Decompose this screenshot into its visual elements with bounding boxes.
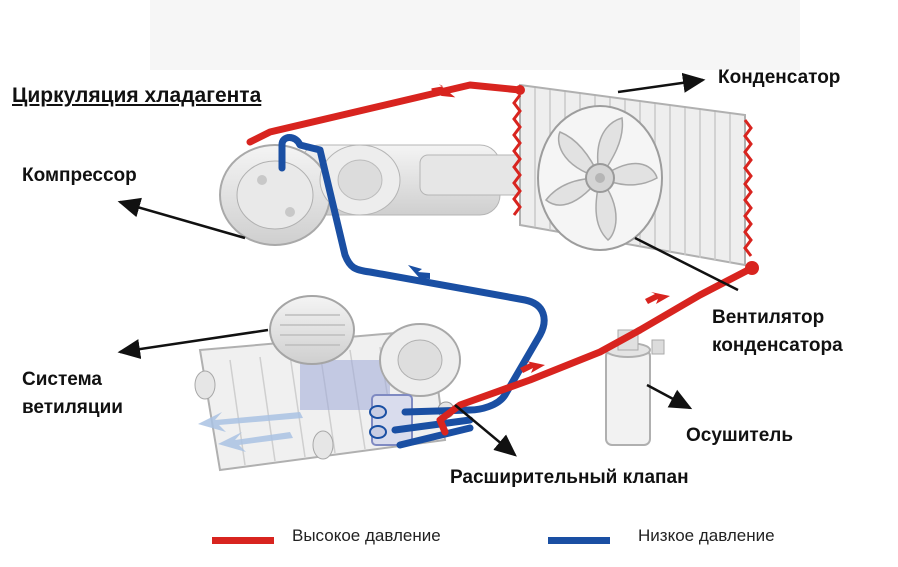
label-pointers: [117, 72, 739, 457]
label-ventilation-line2: ветиляции: [22, 397, 123, 418]
flow-arrow-icon: [520, 361, 545, 373]
high-pressure-line: [246, 81, 524, 146]
expansion-valve: [369, 394, 455, 446]
label-ventilation-line1: Система: [22, 369, 102, 390]
airflow-arrow-icon: [198, 412, 303, 432]
legend-low-pressure-swatch: [548, 537, 610, 544]
diagram-title: Циркуляция хладагента: [12, 84, 262, 107]
compressor-unit: [219, 144, 531, 246]
condenser-fan: [537, 105, 663, 251]
background-haze: [150, 0, 800, 70]
flow-arrow-icon: [431, 84, 456, 98]
dryer-unit: [605, 329, 665, 446]
label-condenser-fan-line2: конденсатора: [712, 335, 843, 356]
airflow-arrow-icon: [218, 432, 293, 452]
label-condenser: Конденсатор: [718, 67, 841, 88]
ventilation-unit: [194, 295, 461, 472]
legend-high-pressure-label: Высокое давление: [292, 526, 441, 545]
legend-low-pressure-label: Низкое давление: [638, 526, 775, 545]
label-condenser-fan-line1: Вентилятор: [712, 307, 825, 328]
legend-high-pressure-swatch: [212, 537, 274, 544]
flow-arrow-icon: [645, 292, 670, 304]
label-expansion-valve: Расширительный клапан: [450, 467, 689, 488]
label-dryer: Осушитель: [686, 425, 794, 446]
low-pressure-line: [278, 134, 548, 449]
label-compressor: Компрессор: [22, 165, 137, 186]
flow-arrow-icon: [408, 265, 430, 281]
high-pressure-line-return: [436, 264, 756, 436]
